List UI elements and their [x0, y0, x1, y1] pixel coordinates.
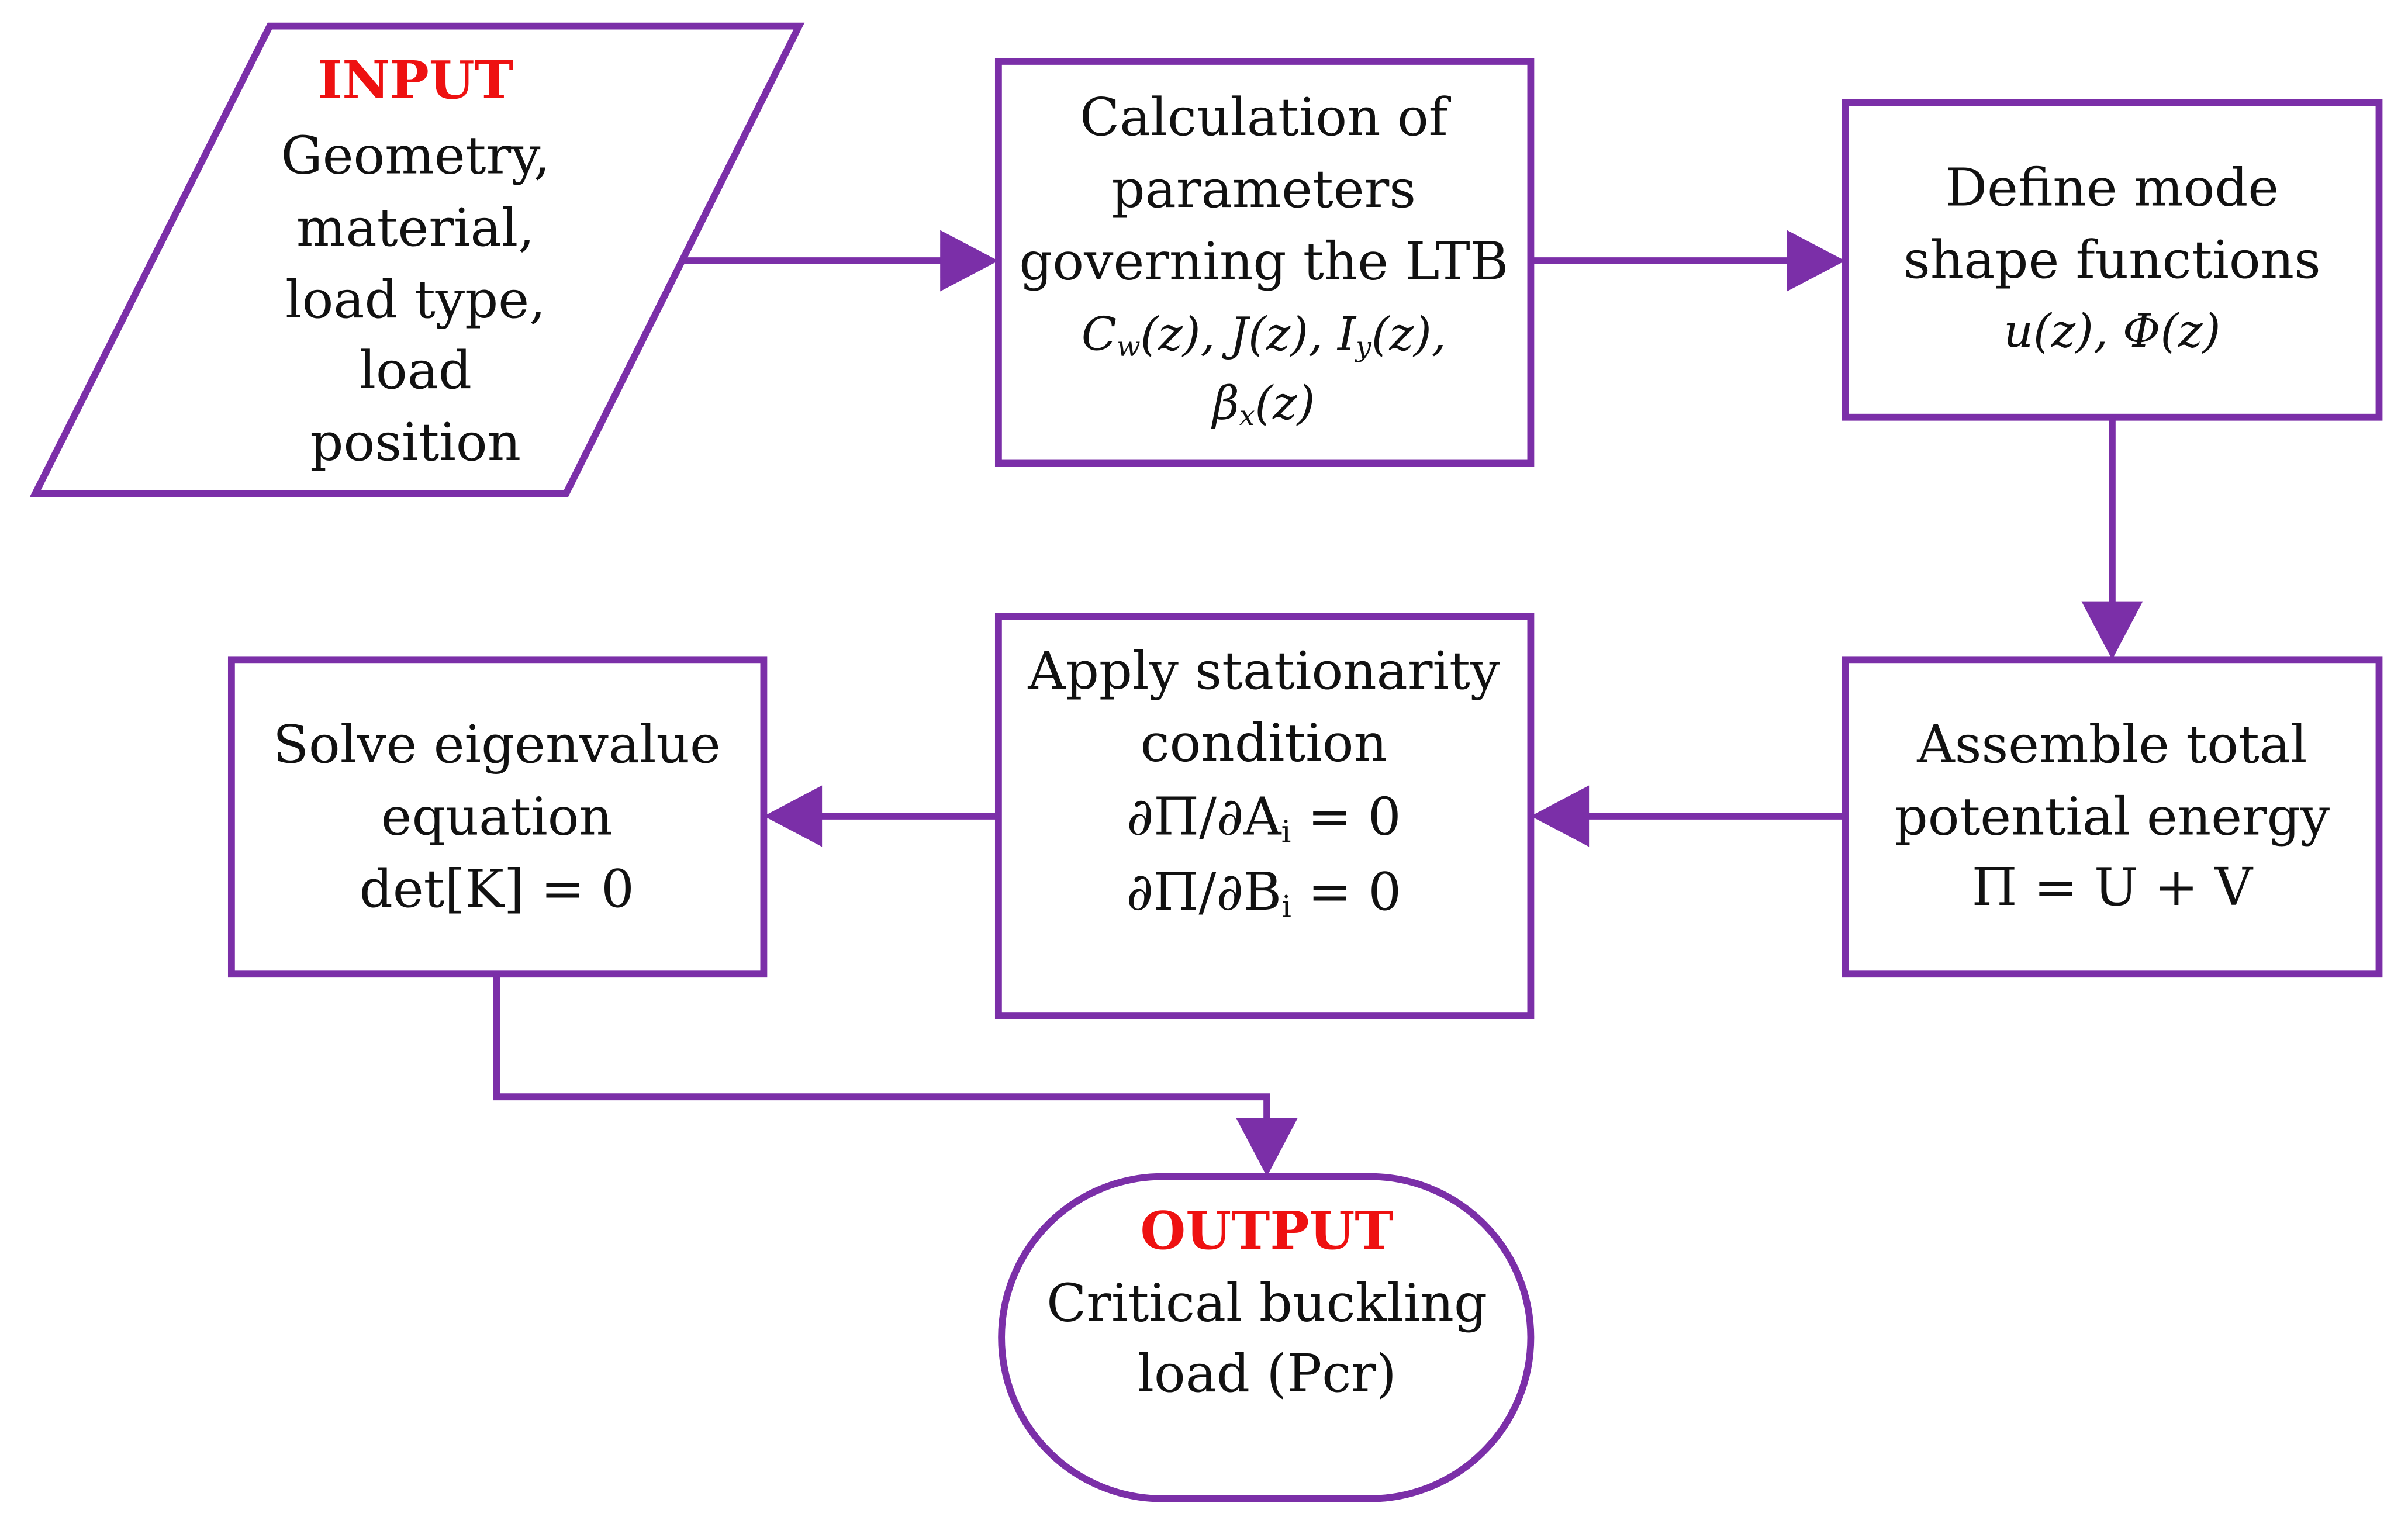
- input-line-5: position: [310, 412, 521, 473]
- energy-line-2: potential energy: [1895, 786, 2330, 847]
- input-line-3: load type,: [285, 270, 545, 330]
- mode-line-1: Define mode: [1946, 158, 2279, 219]
- calc-params: Cw(z), J(z), Iy(z),: [1082, 307, 1446, 362]
- arrowhead-output: [1236, 1118, 1298, 1177]
- arrowhead-energy: [2081, 601, 2143, 660]
- solve-line-2: equation: [381, 786, 613, 847]
- input-line-1: Geometry,: [281, 126, 550, 186]
- output-heading: OUTPUT: [1141, 1200, 1394, 1262]
- input-node: [29, 22, 805, 497]
- stationarity-eq-1: ∂Π/∂Ai = 0: [1127, 786, 1401, 849]
- mode-line-3: u(z), Φ(z): [2003, 304, 2220, 358]
- output-line-2: load (Pcr): [1138, 1343, 1397, 1404]
- arrowhead-stationarity: [1531, 785, 1590, 847]
- input-line-4: load: [359, 340, 472, 401]
- arrowhead-mode: [1787, 230, 1846, 292]
- stationarity-line-2: condition: [1141, 713, 1387, 774]
- solve-line-1: Solve eigenvalue: [273, 714, 721, 775]
- arrow-solve-to-output: [493, 974, 1270, 1135]
- output-node: [998, 1173, 1535, 1502]
- stationarity-line-1: Apply stationarity: [1027, 641, 1500, 702]
- output-line-1: Critical buckling: [1046, 1273, 1487, 1333]
- arrowhead-calc: [940, 230, 999, 292]
- calc-line-3: governing the LTB: [1019, 232, 1508, 292]
- calc-line-1: Calculation of: [1080, 87, 1452, 148]
- arrowhead-solve: [763, 785, 823, 847]
- stationarity-eq-2: ∂Π/∂Bi = 0: [1127, 862, 1402, 925]
- solve-line-3: det[K] = 0: [360, 859, 634, 920]
- calc-beta: βx(z): [1211, 376, 1315, 431]
- energy-line-1: Assemble total: [1916, 714, 2307, 775]
- input-line-2: material,: [296, 198, 535, 258]
- input-heading: INPUT: [318, 50, 514, 111]
- energy-line-3: Π = U + V: [1972, 857, 2254, 918]
- mode-line-2: shape functions: [1903, 230, 2321, 291]
- calc-line-2: parameters: [1112, 159, 1417, 220]
